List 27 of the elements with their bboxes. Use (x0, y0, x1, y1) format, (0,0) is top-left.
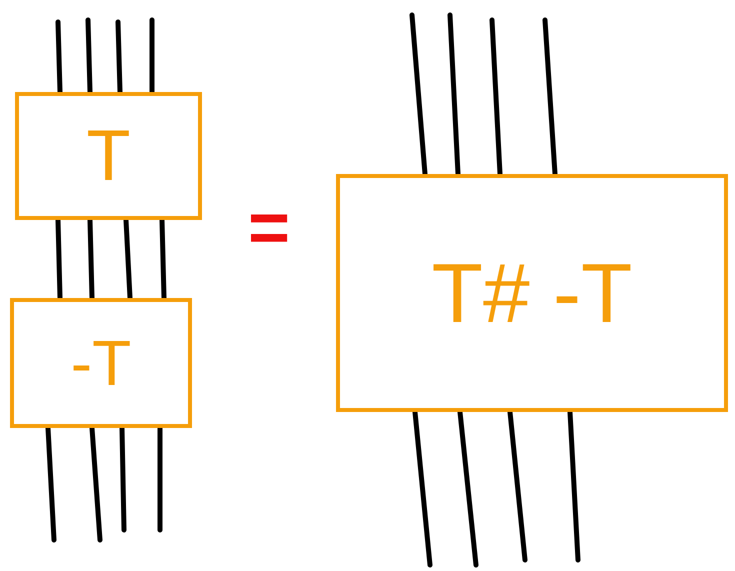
wire-line (120, 426, 126, 532)
process-box (15, 92, 202, 220)
wire-line (86, 18, 92, 94)
wire-line (568, 410, 580, 562)
wire-line (158, 426, 162, 532)
process-box (336, 174, 728, 412)
box-label: -T (70, 331, 132, 395)
wire-line (458, 410, 478, 568)
wire-line (46, 426, 56, 542)
equals-sign: = (248, 192, 290, 264)
wire-line (508, 410, 528, 562)
wire-line (448, 12, 460, 176)
wire-line (160, 218, 166, 300)
wire-line (412, 410, 432, 568)
box-label: T (86, 120, 130, 192)
wire-line (88, 218, 94, 300)
wire-line (410, 12, 428, 176)
wire-line (150, 18, 154, 94)
wire-line (116, 20, 122, 94)
wire-line (56, 218, 62, 300)
wire-line (542, 18, 558, 176)
wire-line (56, 20, 62, 94)
wire-line (124, 218, 132, 300)
wire-line (90, 426, 102, 542)
process-box (10, 298, 192, 428)
box-label: T# -T (432, 251, 632, 335)
wire-line (490, 18, 502, 176)
